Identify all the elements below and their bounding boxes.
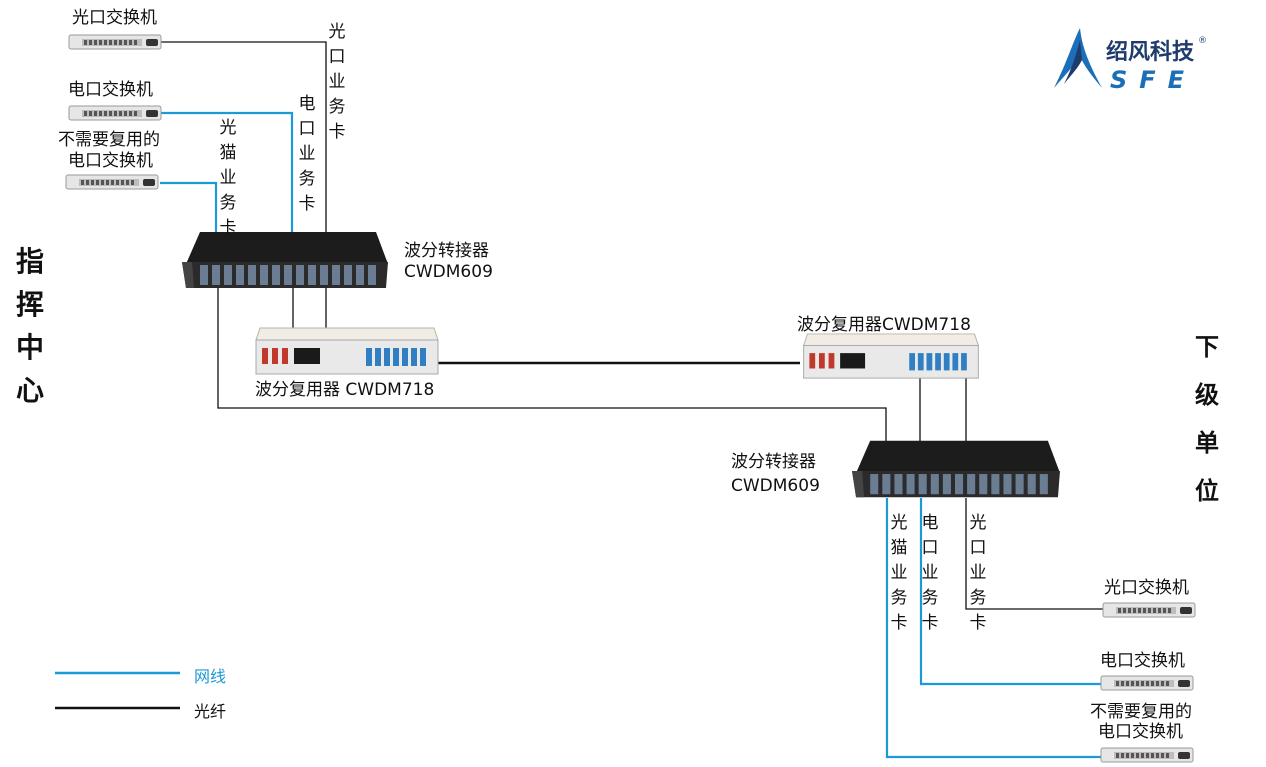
right-electrical-switch-icon xyxy=(1100,675,1194,691)
left-electrical-card-label: 电口业务卡 xyxy=(298,94,316,214)
left-optical-switch-label: 光口交换机 xyxy=(72,8,157,28)
logo-text-en: SFE xyxy=(1110,66,1197,94)
left-electrical-switch-label: 电口交换机 xyxy=(68,80,153,100)
right-electrical-switch-label: 电口交换机 xyxy=(1100,651,1185,671)
logo-text-cn: 绍风科技 xyxy=(1106,40,1195,65)
left-mux-label: 波分复用器 CWDM718 xyxy=(255,380,435,400)
left-converter-name: 波分转接器 xyxy=(404,241,489,261)
right-optical-switch-label: 光口交换机 xyxy=(1104,578,1189,598)
legend-fiber-label: 光纤 xyxy=(194,702,227,721)
left-nomux-switch-label-line1: 不需要复用的 xyxy=(58,130,160,150)
right-optical-card-label: 光口业务卡 xyxy=(969,513,987,633)
right-converter-name: 波分转接器 xyxy=(731,452,816,472)
right-modem-card-label: 光猫业务卡 xyxy=(890,513,908,633)
left-optical-card-label: 光口业务卡 xyxy=(328,22,346,142)
right-optical-switch-icon xyxy=(1102,602,1196,618)
side-label-subordinate-unit: 下级单位 xyxy=(1195,333,1219,505)
legend-network-label: 网线 xyxy=(194,667,227,686)
left-converter-model: CWDM609 xyxy=(404,262,493,282)
fiber-long-left-to-right xyxy=(217,288,887,445)
logo-registered-mark: ® xyxy=(1198,36,1207,46)
right-converter-chassis-icon xyxy=(852,440,1060,498)
right-nomux-switch-label-line2: 电口交换机 xyxy=(1098,722,1183,742)
left-converter-chassis-icon xyxy=(182,232,388,288)
sfe-logo-icon xyxy=(1054,28,1102,88)
left-electrical-switch-icon xyxy=(68,105,162,121)
fiber-right-optical-switch xyxy=(965,498,1103,610)
left-mux-chassis-icon xyxy=(255,327,439,375)
cable-right-nomux-switch xyxy=(885,498,1103,759)
right-converter-model: CWDM609 xyxy=(731,476,820,496)
right-mux-label: 波分复用器CWDM718 xyxy=(797,315,971,335)
left-modem-card-label: 光猫业务卡 xyxy=(219,118,237,238)
right-mux-chassis-icon xyxy=(802,333,980,379)
left-nomux-switch-icon xyxy=(65,174,159,190)
left-nomux-switch-label-line2: 电口交换机 xyxy=(68,151,153,171)
side-label-command-center: 指挥中心 xyxy=(15,245,44,407)
right-electrical-card-label: 电口业务卡 xyxy=(921,513,939,633)
right-nomux-switch-label-line1: 不需要复用的 xyxy=(1090,702,1192,722)
cable-left-electrical-switch xyxy=(160,111,294,262)
left-optical-switch-icon xyxy=(68,34,162,50)
right-nomux-switch-icon xyxy=(1100,747,1194,763)
cable-right-electrical-switch xyxy=(919,498,1103,686)
